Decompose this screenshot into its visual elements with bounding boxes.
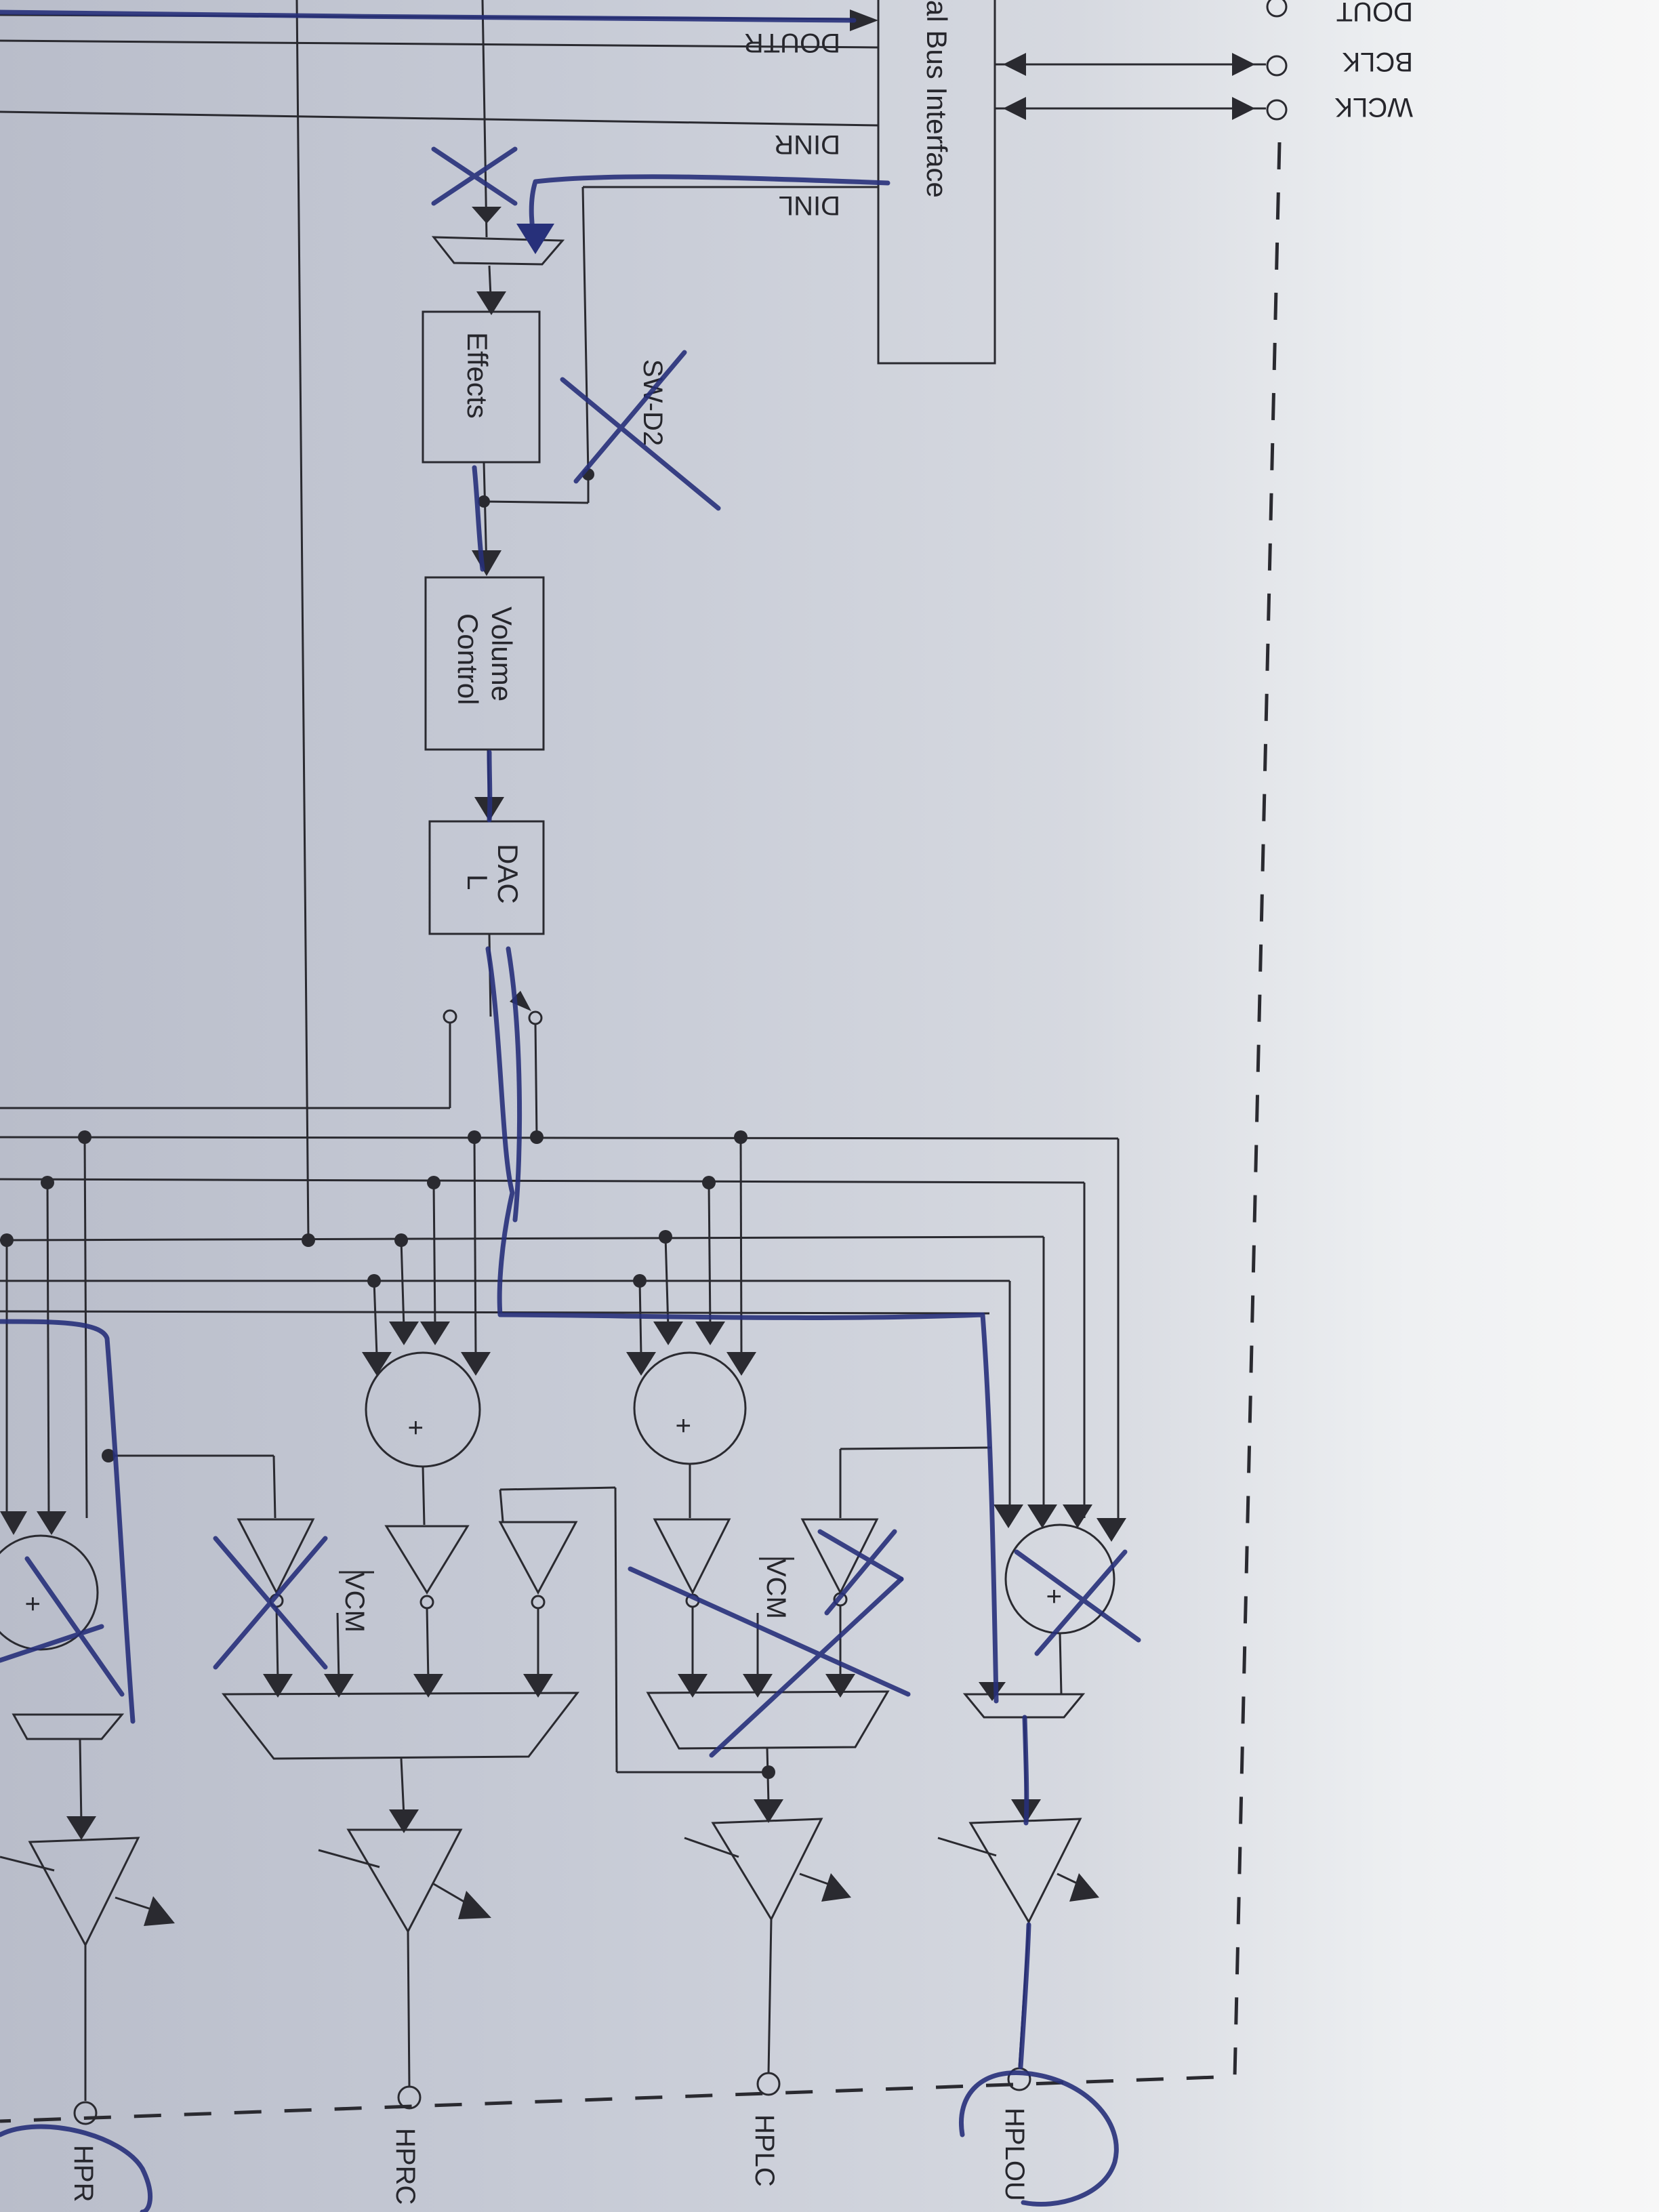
vcm-label-right: VCM xyxy=(761,1559,791,1619)
effects-block: Effects xyxy=(422,310,541,464)
dinl-label: DINL xyxy=(779,190,840,220)
dout-pin-top: DOUT xyxy=(1266,0,1413,26)
hplout-label: HPLOU xyxy=(1000,2108,1029,2201)
summing-node-left: + xyxy=(362,1136,491,1468)
sum-plus-middle: + xyxy=(668,1418,698,1433)
amp-hplout xyxy=(937,1818,1099,2091)
summing-node-middle: + xyxy=(626,1136,756,1465)
bclk-pin: BCLK xyxy=(995,47,1413,77)
doutr-label: DOUTR xyxy=(744,28,840,58)
amp-hprcom xyxy=(318,1828,491,2110)
volume-label-1: Volume xyxy=(486,607,518,701)
dac-label-1: DAC xyxy=(492,844,524,904)
dac-label-2: L xyxy=(462,874,493,890)
sum-plus-right: + xyxy=(1039,1589,1069,1604)
bus-interface-block: al Bus Interface xyxy=(877,0,996,365)
volume-label-2: Control xyxy=(452,613,484,705)
vcm-label-left: VCM xyxy=(340,1572,369,1633)
bus-interface-label: al Bus Interface xyxy=(921,0,953,198)
sum-plus-left: + xyxy=(401,1420,430,1435)
chip-boundary xyxy=(0,142,1282,2123)
hplcom-label: HPLC xyxy=(750,2114,779,2187)
sum-plus-far-left: + xyxy=(18,1596,47,1612)
amp-hplcom xyxy=(684,1818,851,2096)
pen-annotations xyxy=(0,9,1141,2212)
dout-top-label: DOUT xyxy=(1336,0,1413,26)
hprcom-label: HPRC xyxy=(390,2128,420,2205)
wclk-pin: WCLK xyxy=(995,92,1413,122)
volume-control-block: Volume Control xyxy=(424,576,545,751)
dac-l-block: DAC L xyxy=(428,820,545,935)
dinr-label: DINR xyxy=(774,129,840,159)
wclk-label: WCLK xyxy=(1334,92,1413,122)
sw-d2-switch: SW-D2 xyxy=(478,359,668,508)
summing-node-far-left: + xyxy=(0,1136,99,1651)
bclk-label: BCLK xyxy=(1342,47,1413,77)
hprout-label: HPR xyxy=(68,2145,98,2202)
amp-hprout xyxy=(0,1837,175,2125)
summing-node-right: + xyxy=(994,1139,1126,1635)
effects-label: Effects xyxy=(462,332,493,419)
